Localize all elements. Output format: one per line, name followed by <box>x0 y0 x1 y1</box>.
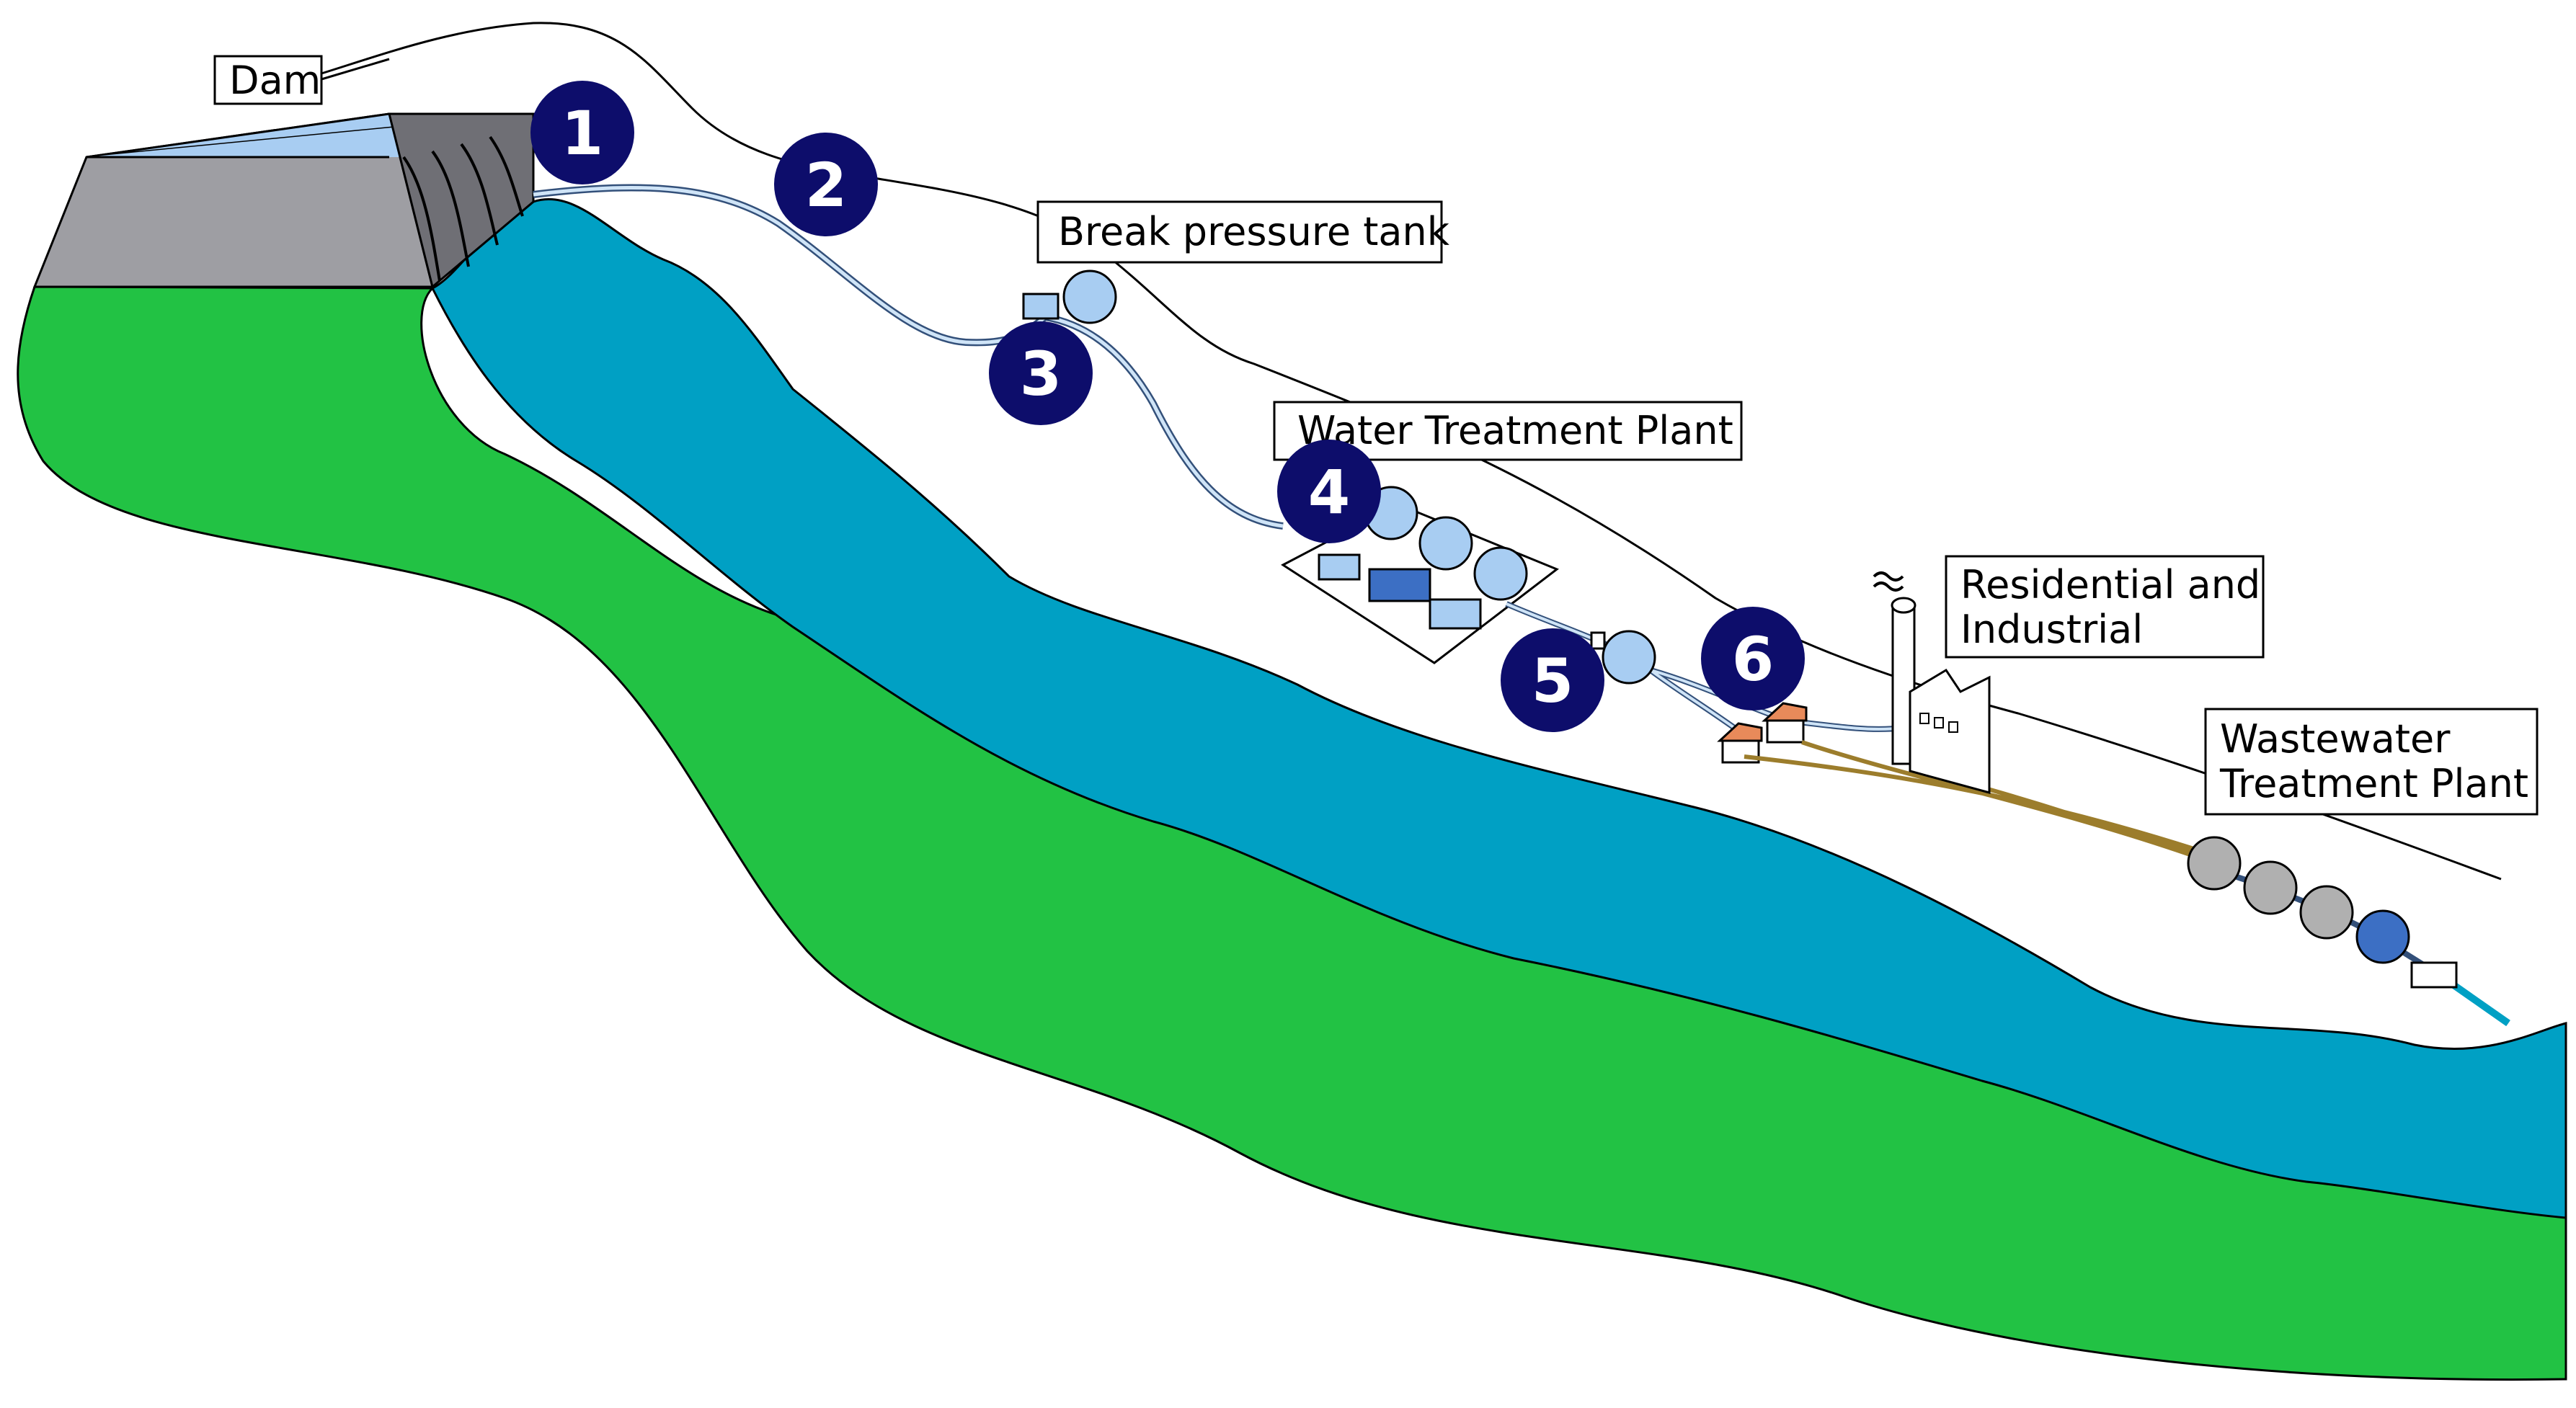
label-break-pressure-tank: Break pressure tank <box>1036 200 1450 264</box>
pump-house-icon <box>2410 961 2458 989</box>
label-residential-line1: Residential and <box>1960 562 2260 607</box>
label-water-treatment-plant-text: Water Treatment Plant <box>1297 408 1733 453</box>
dam-icon <box>32 112 535 289</box>
wastewater-treatment-plant <box>2187 836 2510 1027</box>
sewer-pipe <box>1744 740 2199 860</box>
step-marker-4: 4 <box>1277 440 1381 543</box>
pump-house-icon <box>1022 293 1060 320</box>
tank-icon <box>1473 546 1528 601</box>
step-marker-6: 6 <box>1701 607 1805 710</box>
svg-text:4: 4 <box>1308 457 1350 527</box>
svg-text:2: 2 <box>805 150 847 220</box>
label-wastewater-treatment-plant: Wastewater Treatment Plant <box>2204 708 2539 816</box>
tank-icon <box>2299 885 2354 940</box>
label-dam-text: Dam <box>229 58 321 103</box>
step-marker-5: 5 <box>1501 628 1604 732</box>
step-marker-1: 1 <box>530 81 634 184</box>
svg-text:6: 6 <box>1732 624 1774 695</box>
label-dam: Dam <box>213 55 390 105</box>
smoke-icon <box>1873 571 1904 592</box>
tank-icon <box>2355 909 2410 964</box>
label-water-treatment-plant: Water Treatment Plant <box>1273 401 1743 461</box>
houses <box>1717 702 1808 764</box>
label-wastewater-line2: Treatment Plant <box>2219 761 2528 806</box>
pump-house-icon <box>1318 553 1361 581</box>
factory-icon <box>1873 571 1991 794</box>
label-break-pressure-tank-text: Break pressure tank <box>1058 209 1450 254</box>
reservoir-tank <box>1590 630 1656 685</box>
svg-text:1: 1 <box>561 98 603 169</box>
break-pressure-tank <box>1022 269 1117 324</box>
tank-icon <box>1602 630 1656 685</box>
step-marker-3: 3 <box>989 321 1093 425</box>
label-residential-line2: Industrial <box>1960 607 2143 652</box>
label-wastewater-line1: Wastewater <box>2220 716 2451 762</box>
tank-icon <box>1062 269 1117 324</box>
house-icon <box>1762 702 1808 744</box>
label-residential-industrial: Residential and Industrial <box>1945 555 2265 659</box>
pump-house-icon <box>1429 598 1482 630</box>
tank-icon <box>1418 516 1473 571</box>
svg-text:5: 5 <box>1532 646 1573 716</box>
step-marker-2: 2 <box>774 133 878 236</box>
river <box>430 197 2567 1219</box>
water-treatment-plant <box>1281 486 1559 664</box>
svg-text:3: 3 <box>1020 339 1062 409</box>
tank-icon <box>2187 836 2242 891</box>
tank-icon <box>2243 860 2298 915</box>
pump-house-icon <box>1368 568 1431 602</box>
